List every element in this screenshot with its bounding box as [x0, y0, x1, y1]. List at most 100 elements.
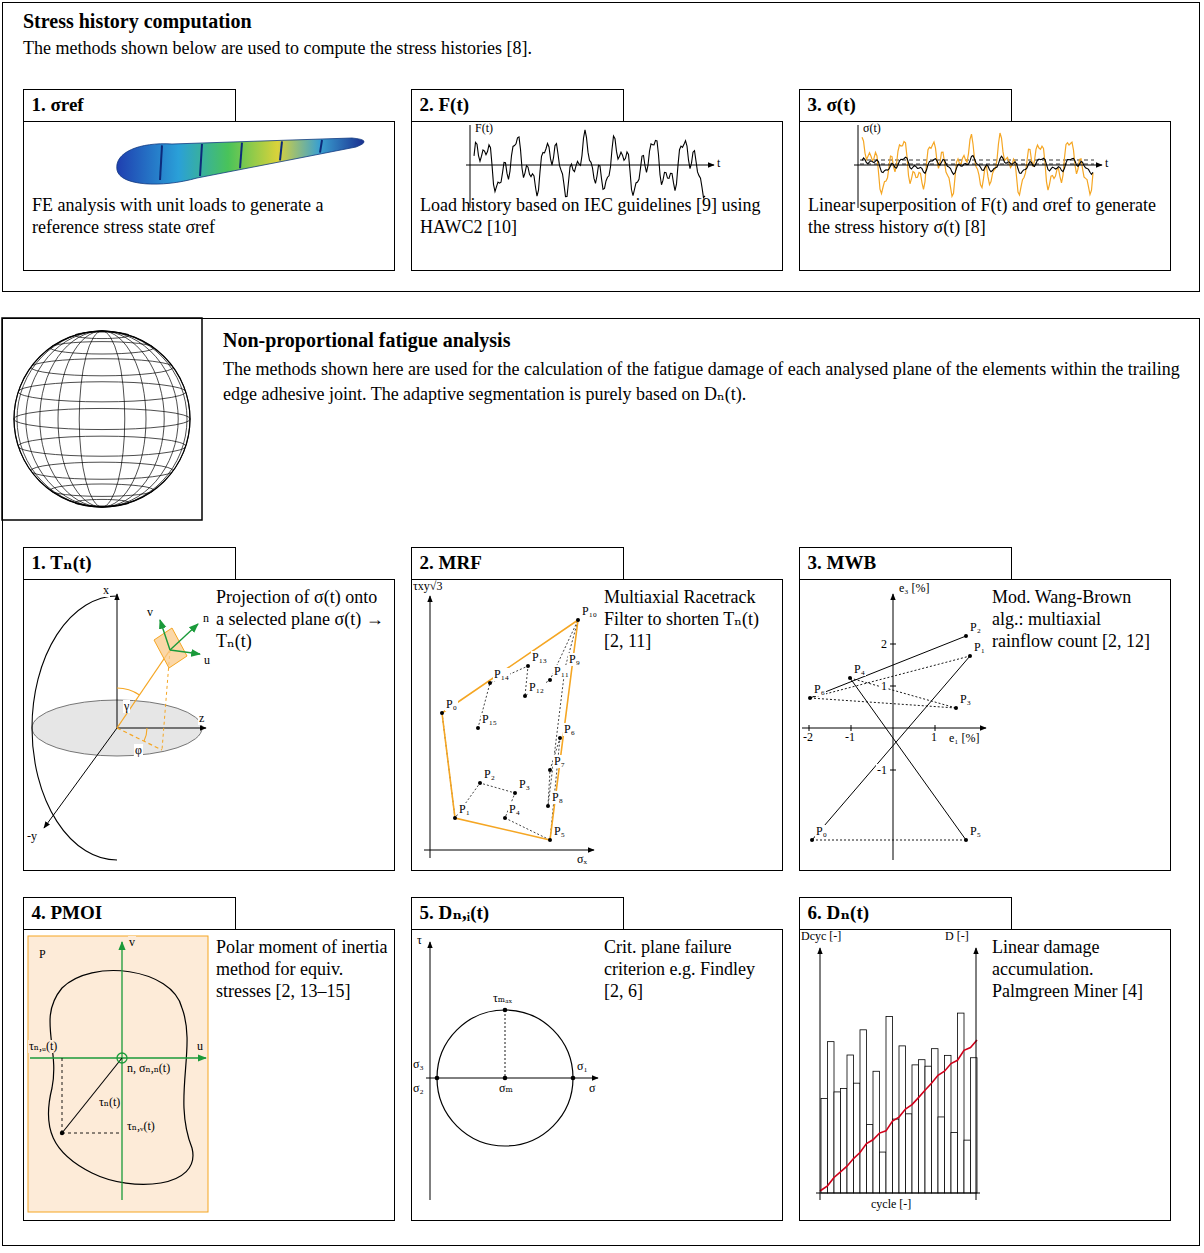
box-heading: 3. σ(t) — [799, 89, 1012, 122]
line — [816, 1193, 980, 1194]
cycle-damage-bar — [919, 1060, 926, 1193]
line — [505, 1010, 506, 1078]
plane-projection-illustration — [32, 594, 206, 860]
figure-label: x — [102, 584, 110, 597]
figure-label: P₁₂ — [528, 681, 545, 694]
cycle-damage-bar — [873, 1071, 880, 1193]
sphere-meridian — [58, 331, 146, 507]
strain-point — [848, 676, 852, 680]
cycle-line-dotted — [812, 840, 966, 841]
line — [320, 140, 322, 153]
figure-label: 1 — [880, 680, 888, 693]
panel-title: Stress history computation — [23, 9, 252, 33]
box-text: Multiaxial Racetrack Filter to shorten T… — [604, 586, 776, 652]
box-text: Mod. Wang-Brown alg.: multiaxial rainflo… — [992, 586, 1164, 652]
figure-label: σ₁ — [576, 1060, 589, 1073]
stress-point — [503, 1008, 508, 1013]
damage-accumulation-plot — [816, 948, 980, 1200]
strain-point — [964, 634, 968, 638]
strain-point — [964, 838, 968, 842]
load-point — [476, 726, 480, 730]
cycle-damage-bar — [951, 1133, 958, 1193]
figure-label: n — [202, 612, 210, 625]
figure-label: t — [1104, 157, 1109, 170]
cut-plane — [154, 628, 187, 668]
load-point — [546, 804, 550, 808]
method-box: 2. MRFMultiaxial Racetrack Filter to sho… — [411, 579, 783, 871]
box-heading: 2. MRF — [411, 547, 624, 580]
box-heading: 1. σref — [23, 89, 236, 122]
box-text: FE analysis with unit loads to generate … — [32, 194, 386, 238]
figure-label: σ₂ — [412, 1082, 425, 1095]
line — [890, 644, 896, 645]
line — [117, 728, 206, 729]
line — [30, 1057, 206, 1058]
phi-arc — [144, 728, 147, 741]
sphere-meridian — [40, 331, 164, 507]
box-heading: 5. Dₙ,ᵢ(t) — [411, 897, 624, 930]
figure-label: P₈ — [551, 791, 564, 804]
cycle-damage-bar — [834, 1092, 841, 1193]
sphere-meridian — [17, 331, 187, 507]
line — [44, 728, 117, 828]
stress-point — [571, 1076, 576, 1081]
sphere-frame — [2, 318, 202, 520]
figure-label: z — [198, 712, 205, 725]
cycle-damage-bar — [847, 1055, 854, 1193]
figure-label: τₘₐₓ — [492, 992, 513, 1005]
method-box: 6. Dₙ(t)Linear damage accumulation. Palm… — [799, 929, 1171, 1221]
line — [893, 594, 894, 860]
figure-label: v — [128, 936, 136, 949]
box-text: Load history based on IEC guidelines [9]… — [420, 194, 774, 238]
figure-label: P₁₃ — [531, 651, 548, 664]
line — [976, 948, 977, 1200]
load-point — [488, 681, 492, 685]
box-heading: 3. MWB — [799, 547, 1012, 580]
line — [854, 165, 1102, 166]
line — [820, 948, 821, 1200]
cycle-damage-bar — [841, 1089, 848, 1193]
sphere-meridian — [26, 331, 178, 507]
load-point — [548, 768, 552, 772]
cycle-line-dotted — [850, 678, 956, 708]
figure-label: τxy√3 — [412, 580, 443, 593]
box-text: Projection of σ(t) onto a selected plane… — [216, 586, 388, 652]
mohr-circle — [437, 1010, 573, 1146]
method-box: 4. PMOIPolar moment of inertia method fo… — [23, 929, 395, 1221]
line — [160, 620, 170, 650]
line — [430, 942, 431, 1200]
line — [240, 143, 242, 169]
figure-label: P₁₁ — [553, 665, 570, 678]
sphere-latitude — [18, 382, 185, 402]
figure-label: P₂ — [969, 621, 982, 634]
figure-label: γ — [123, 700, 130, 713]
load-point — [558, 736, 562, 740]
load-point — [60, 1131, 64, 1135]
line — [170, 624, 198, 650]
figure-label: P₆ — [563, 723, 576, 736]
line — [802, 728, 986, 729]
strain-point — [808, 696, 812, 700]
figure-label: t — [716, 157, 721, 170]
figure-label: P₀ — [445, 698, 458, 711]
load-point — [548, 678, 552, 682]
polar-moment-plot — [28, 936, 208, 1212]
line — [62, 1058, 122, 1133]
figure-label: D [-] — [944, 930, 970, 943]
cycle-line-dotted — [810, 656, 970, 698]
strain-point — [810, 838, 814, 842]
sphere-meridian — [79, 331, 125, 507]
cycle-damage-bar — [932, 1049, 939, 1193]
figure-label: τ — [416, 934, 423, 947]
line — [160, 145, 162, 180]
figure-label: σ(t) — [862, 122, 882, 135]
strain-point — [954, 706, 958, 710]
load-point — [478, 781, 482, 785]
cycle-line-dotted — [810, 698, 956, 708]
figure-label: Dcyc [-] — [800, 930, 842, 943]
box-text: Crit. plane failure criterion e.g. Findl… — [604, 936, 776, 1002]
figure-label: u — [196, 1040, 204, 1053]
figure-label: 2 — [880, 638, 888, 651]
cycle-damage-bar — [912, 1065, 919, 1193]
figure-label: φ — [134, 744, 143, 757]
